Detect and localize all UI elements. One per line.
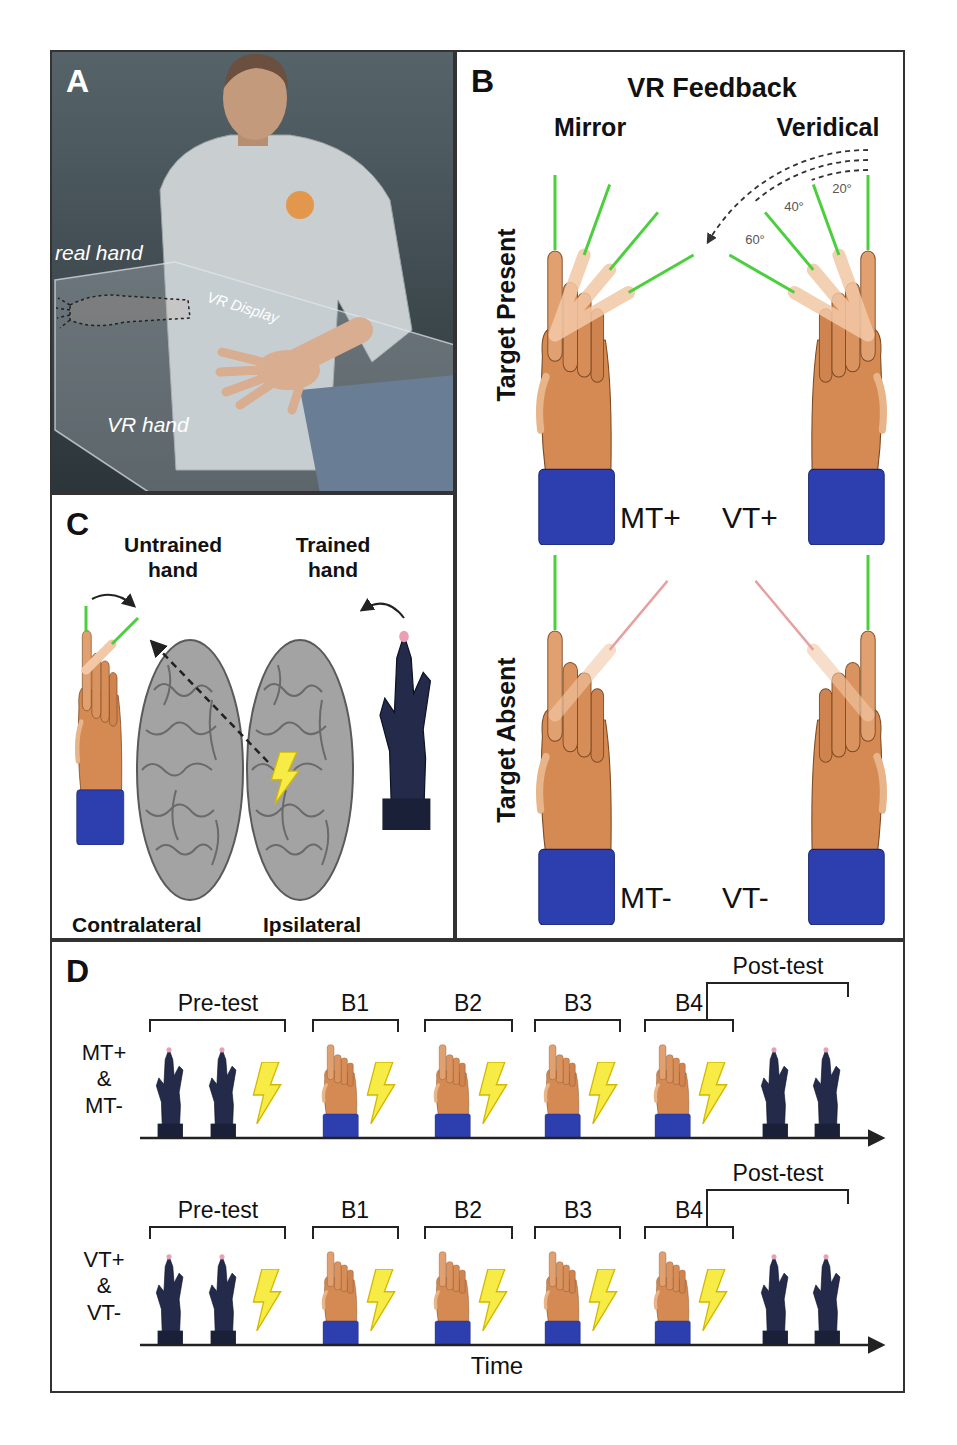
panel-letter: A (66, 64, 89, 99)
target-line (555, 555, 868, 630)
axis-label: Time (471, 1352, 523, 1381)
annotation: VR Display (205, 288, 281, 327)
vr-fingers (220, 352, 300, 410)
tms-bolt (271, 752, 298, 804)
timeline-row (140, 983, 882, 1138)
panel-a-art (50, 50, 455, 493)
angle-label: 60° (745, 232, 765, 248)
hand-label: Trained hand (273, 532, 393, 582)
finger-positions (555, 255, 868, 335)
figure-panel: C (50, 493, 455, 940)
target-line (86, 606, 138, 644)
brain-hemisphere (137, 640, 243, 900)
panel-background (50, 50, 455, 493)
real-hand-outline (56, 295, 190, 328)
movement-arrow (362, 604, 404, 618)
panel-letter: B (471, 64, 494, 99)
panel-heading: VR Feedback (627, 72, 797, 104)
panel-c-art (77, 595, 431, 900)
row-heading: Target Present (491, 228, 521, 401)
phase-label: Post-test (733, 1160, 824, 1188)
transfer-arrow (152, 642, 268, 762)
panel-letter: D (66, 954, 89, 989)
group-label: VT+ & VT- (78, 1247, 130, 1326)
panel-letter: C (66, 507, 89, 542)
untrained-hand (77, 630, 124, 845)
angle-label: 20° (832, 181, 852, 197)
gyri (142, 665, 218, 865)
hair (224, 54, 288, 90)
trained-hand (380, 631, 430, 830)
annotation: VR hand (107, 412, 189, 437)
gyri (252, 665, 328, 865)
group-label: MT+ & MT- (78, 1040, 130, 1119)
mirror-hand (539, 631, 615, 925)
block-label: B1 (341, 990, 369, 1018)
hemisphere-label: Ipsilateral (263, 912, 361, 937)
phase-label: Pre-test (178, 1197, 259, 1225)
condition-label: MT- (620, 880, 672, 916)
finger-positions (555, 650, 868, 715)
finger-line (610, 581, 814, 650)
veridical-hand (809, 631, 885, 925)
movement-arrow (92, 595, 134, 606)
column-heading: Mirror (554, 112, 626, 142)
target-line (555, 175, 868, 293)
column-heading: Veridical (777, 112, 880, 142)
timeline-row (140, 1190, 882, 1345)
block-label: B2 (454, 1197, 482, 1225)
shirt-logo (286, 191, 314, 219)
condition-label: MT+ (620, 500, 681, 536)
hand-label: Untrained hand (108, 532, 238, 582)
phase-label: Pre-test (178, 990, 259, 1018)
vr-display-plane (55, 262, 455, 493)
annotation: real hand (55, 240, 143, 265)
condition-label: VT+ (722, 500, 778, 536)
phase-label: Post-test (733, 953, 824, 981)
block-label: B1 (341, 1197, 369, 1225)
block-label: B2 (454, 990, 482, 1018)
block-label: B4 (675, 990, 703, 1018)
veridical-hand-group (809, 251, 885, 545)
brain-hemisphere (247, 640, 353, 900)
finger-position (86, 644, 112, 670)
veridical-hand-group (809, 631, 885, 925)
hemisphere-label: Contralateral (72, 912, 202, 937)
condition-label: VT- (722, 880, 769, 916)
block-label: B3 (564, 990, 592, 1018)
mirror-hand (539, 251, 615, 545)
angle-label: 40° (784, 199, 804, 215)
veridical-hand (809, 251, 885, 545)
panel-b-art (539, 150, 884, 925)
row-heading: Target Absent (491, 657, 521, 822)
rotation-arc (708, 150, 868, 243)
block-label: B3 (564, 1197, 592, 1225)
block-label: B4 (675, 1197, 703, 1225)
